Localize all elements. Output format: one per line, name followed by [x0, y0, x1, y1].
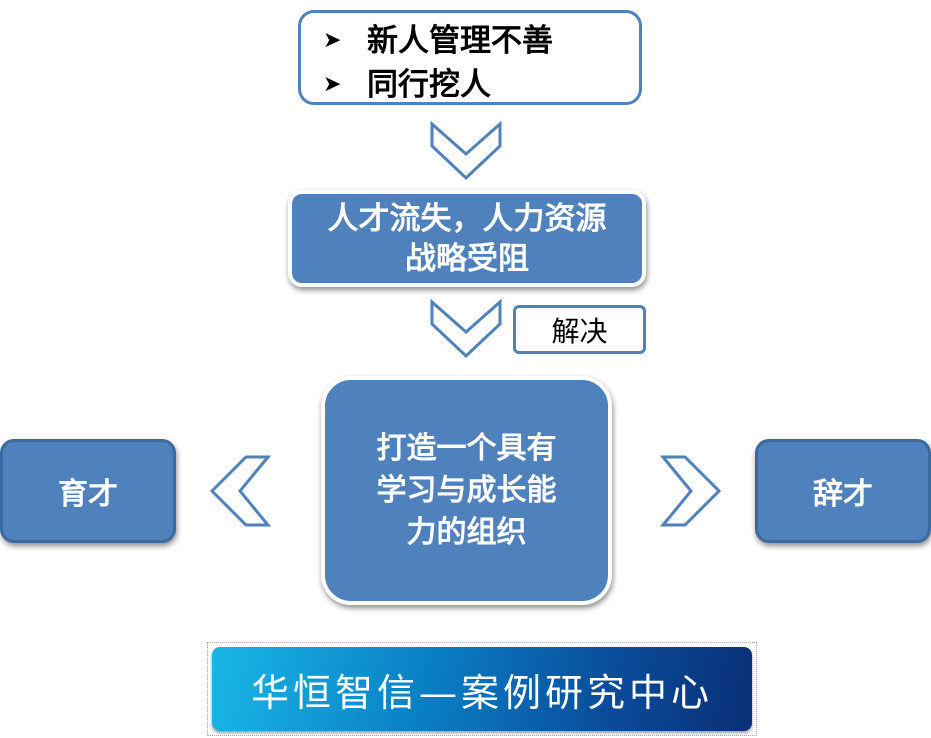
cause-text: 同行挖人	[367, 67, 491, 103]
chevron-right-icon	[659, 455, 722, 527]
chevron-down-icon	[430, 120, 502, 181]
arrowhead-bullet-icon: ➤	[323, 28, 342, 53]
problem-box: 人才流失，人力资源战略受阻	[288, 190, 646, 287]
left-text: 育才	[58, 477, 118, 512]
cause-item: ➤ 同行挖人	[323, 63, 639, 107]
right-box: 辞才	[755, 439, 931, 543]
left-box: 育才	[0, 439, 176, 543]
banner-text: 华恒智信—案例研究中心	[250, 670, 713, 715]
solve-label-box: 解决	[513, 305, 646, 354]
chevron-down-icon	[430, 298, 502, 359]
goal-box: 打造一个具有学习与成长能力的组织	[321, 376, 612, 605]
right-text: 辞才	[813, 477, 873, 512]
solve-label: 解决	[551, 314, 608, 348]
arrowhead-bullet-icon: ➤	[323, 72, 342, 97]
banner-plate: 华恒智信—案例研究中心	[212, 647, 752, 731]
goal-text: 打造一个具有学习与成长能力的组织	[376, 430, 557, 550]
chevron-left-icon	[209, 455, 272, 527]
cause-text: 新人管理不善	[367, 23, 553, 59]
problem-text: 人才流失，人力资源战略受阻	[327, 200, 607, 277]
banner: 华恒智信—案例研究中心	[207, 642, 757, 736]
causes-box: ➤ 新人管理不善 ➤ 同行挖人	[298, 10, 642, 105]
cause-item: ➤ 新人管理不善	[323, 19, 639, 63]
